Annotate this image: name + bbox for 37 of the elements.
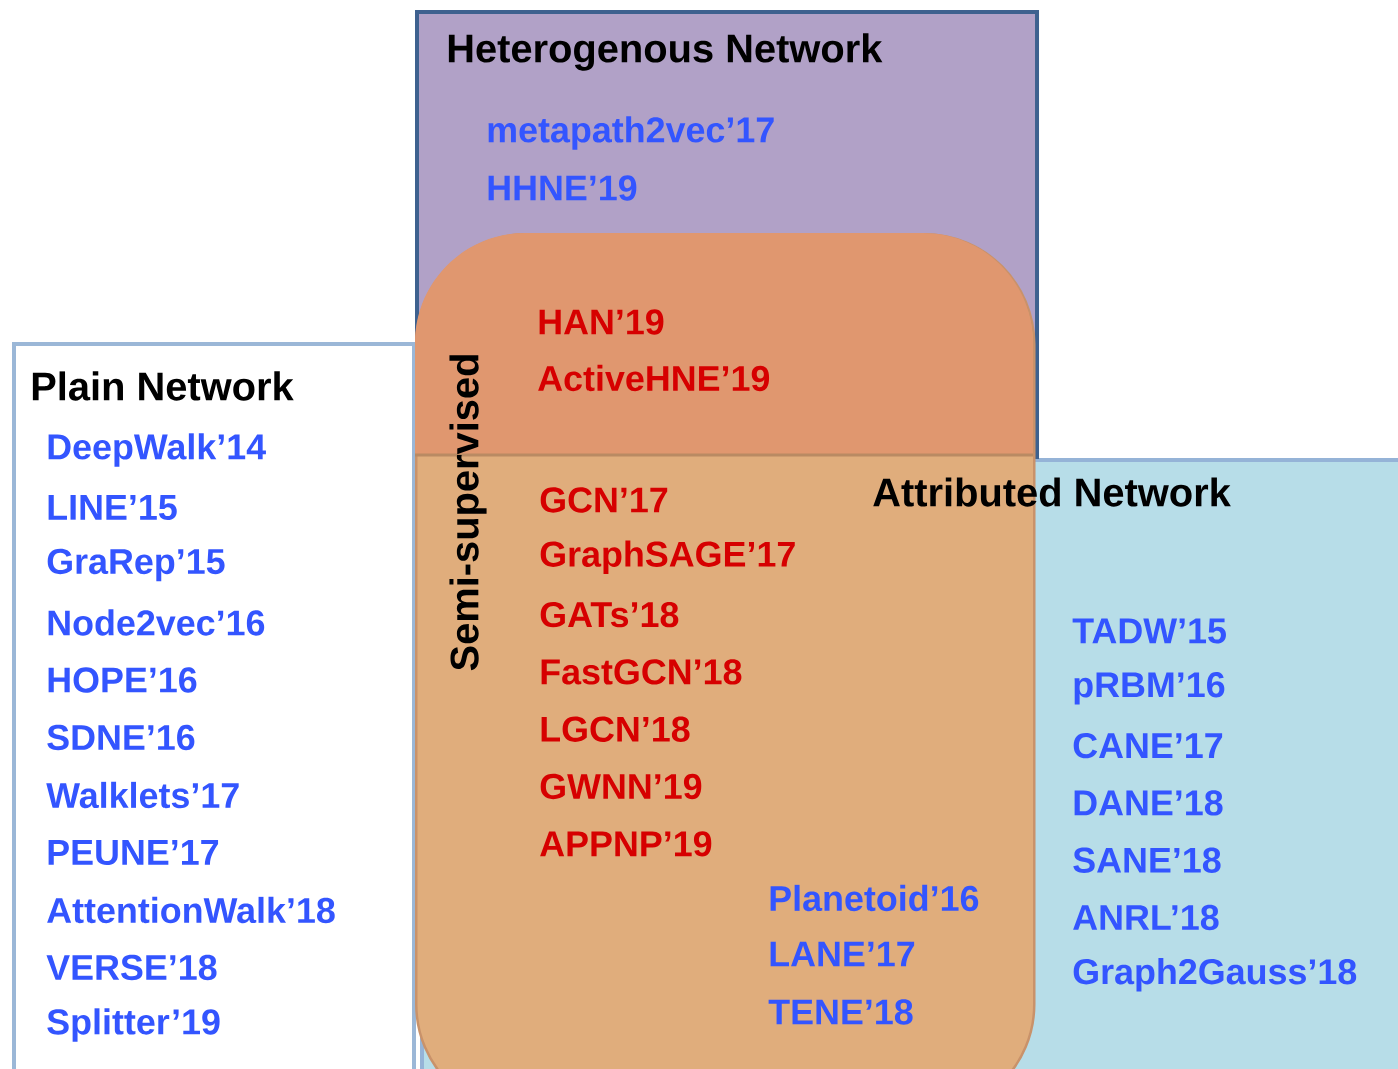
method-label: ANRL’18 <box>1073 904 1219 931</box>
method-label: GWNN’19 <box>540 773 702 800</box>
method-label: PEUNE’17 <box>48 840 219 865</box>
method-label: GCN’17 <box>540 487 668 513</box>
heading: Plain Network <box>32 371 294 401</box>
method-label: metapath2vec’17 <box>488 116 774 150</box>
method-label: TADW’15 <box>1072 618 1226 644</box>
network-box <box>12 342 416 1069</box>
method-label: ActiveHNE’19 <box>538 364 770 392</box>
method-label: LANE’17 <box>770 941 915 967</box>
method-label: GraRep’15 <box>47 548 225 582</box>
method-label: SANE’18 <box>1073 847 1221 873</box>
method-label: HHNE’19 <box>488 175 637 201</box>
method-label: GraphSAGE’17 <box>540 540 795 574</box>
method-label: pRBM’16 <box>1074 672 1225 705</box>
method-label: DANE’18 <box>1074 790 1223 816</box>
method-label: Walklets’17 <box>46 781 239 809</box>
method-label: GATs’18 <box>540 601 679 628</box>
method-label: DeepWalk’14 <box>48 433 266 467</box>
method-label: CANE’17 <box>1073 732 1223 759</box>
method-label: FastGCN’18 <box>541 659 742 685</box>
method-label: HOPE’16 <box>48 667 197 693</box>
method-label: Node2vec’16 <box>48 609 265 636</box>
method-label: Graph2Gauss’18 <box>1073 958 1357 992</box>
side-label: Semi-supervised <box>449 355 487 671</box>
heading: Attributed Network <box>873 477 1231 507</box>
method-label: LINE’15 <box>48 495 177 520</box>
heading: Heterogenous Network <box>448 33 883 71</box>
method-label: SDNE’16 <box>47 724 195 751</box>
method-label: HAN’19 <box>539 309 664 335</box>
method-label: Splitter’19 <box>47 1008 220 1042</box>
method-label: LGCN’18 <box>541 716 690 742</box>
method-label: APPNP’19 <box>540 831 712 857</box>
method-label: Planetoid’16 <box>770 884 979 912</box>
method-label: TENE’18 <box>768 999 913 1025</box>
method-label: VERSE’18 <box>46 954 217 981</box>
method-label: AttentionWalk’18 <box>47 896 335 924</box>
